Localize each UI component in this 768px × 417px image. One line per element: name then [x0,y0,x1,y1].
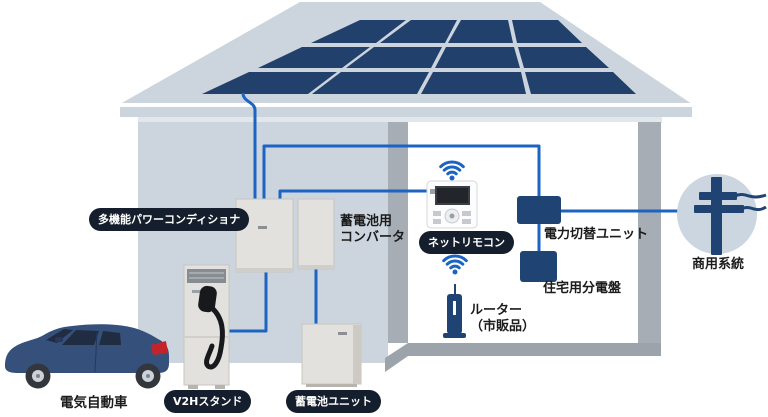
wire-conditioner-to-remote [278,189,428,200]
net-remote-device [426,180,478,229]
label-v2h-stand: V2Hスタンド [164,390,252,413]
label-distribution-board: 住宅用分電盤 [543,281,622,296]
charging-cable [198,285,225,370]
wire-conditioner-to-switch [262,144,541,200]
battery-unit-device [301,323,362,387]
wifi-icon [442,254,468,275]
label-commercial-grid: 商用系統 [692,257,745,272]
label-battery-converter: 蓄電池用 コンバータ [340,214,406,245]
label-net-remote: ネットリモコン [419,231,514,254]
wifi-icon [439,160,465,181]
v2h-stand-device [183,264,230,389]
router-device [443,284,466,338]
label-power-switch-unit: 電力切替ユニット [544,227,649,242]
power-switch-unit-device [517,196,561,224]
car-wheel [25,363,51,389]
battery-converter-device [297,198,335,270]
wire-conditioner-to-v2h [224,271,268,333]
solar-panel-array-icon [202,20,636,94]
wire-solar-to-conditioner [241,92,257,200]
car-wheel [135,363,161,389]
distribution-board-device [520,251,557,282]
utility-pole-icon [677,174,767,255]
label-router: ルーター （市販品） [470,303,536,334]
ev-car [5,324,169,389]
label-ev: 電気自動車 [60,395,128,411]
label-battery-unit: 蓄電池ユニット [286,390,381,413]
label-power-conditioner: 多機能パワーコンディショナ [89,208,250,231]
